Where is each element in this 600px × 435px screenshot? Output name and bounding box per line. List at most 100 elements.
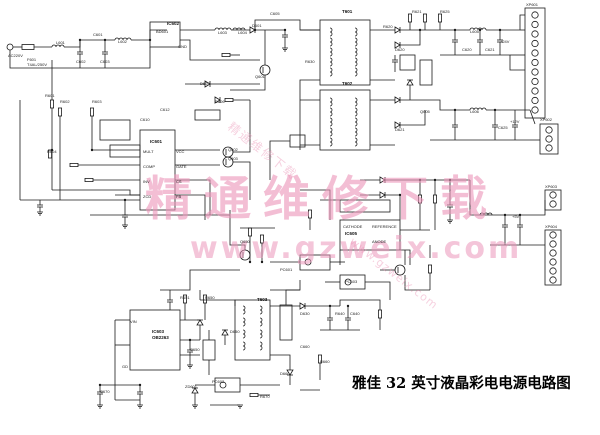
inductor bbox=[354, 27, 358, 37]
label-r621: R621 bbox=[412, 9, 422, 14]
diode bbox=[379, 191, 386, 199]
transistor bbox=[259, 64, 271, 76]
junction-dot bbox=[253, 28, 257, 32]
junction-dot bbox=[103, 38, 107, 42]
label-vcc: VCC bbox=[176, 149, 185, 154]
wire bbox=[269, 140, 290, 180]
junction-dot bbox=[148, 38, 152, 42]
connector-pin bbox=[545, 126, 553, 134]
q-switch bbox=[289, 134, 306, 148]
label-d630: D630 bbox=[300, 311, 310, 316]
resistor bbox=[48, 149, 53, 159]
label-pc601: PC601 bbox=[280, 267, 293, 272]
junction-dot bbox=[98, 383, 102, 387]
label-r620: R620 bbox=[383, 24, 393, 29]
label-zd601: ZD601 bbox=[185, 384, 198, 389]
label-l604: L604 bbox=[238, 30, 247, 35]
label-fuse-value: T4AL/250V bbox=[27, 62, 48, 67]
label-vin: VIN bbox=[130, 319, 137, 324]
inductor bbox=[259, 305, 263, 315]
label-cathode: CATHODE bbox=[343, 224, 363, 229]
inductor bbox=[214, 27, 232, 31]
diode bbox=[394, 41, 401, 49]
label-fb: FB bbox=[176, 194, 182, 199]
wire bbox=[233, 100, 251, 153]
label-r650: R650 bbox=[205, 295, 215, 300]
connector-pin bbox=[531, 96, 539, 105]
label-l602: L602 bbox=[118, 39, 127, 44]
junction-dot bbox=[328, 304, 332, 308]
label-r602: R602 bbox=[60, 99, 70, 104]
chip-label-ob2263: OB2263 bbox=[152, 335, 169, 340]
label-gate: GATE bbox=[176, 164, 187, 169]
junction-dot bbox=[478, 28, 482, 32]
optocoupler-pc602 bbox=[214, 377, 241, 393]
wire bbox=[300, 189, 331, 220]
diode bbox=[191, 387, 199, 394]
resistor bbox=[307, 209, 312, 219]
label-c640: C640 bbox=[350, 311, 360, 316]
label-v5: +5V bbox=[512, 214, 520, 219]
wire bbox=[530, 200, 546, 216]
inductor bbox=[354, 127, 358, 137]
diode bbox=[299, 302, 306, 310]
junction-dot bbox=[398, 193, 402, 197]
wire bbox=[233, 161, 251, 200]
resistor bbox=[247, 227, 252, 237]
label-bd601: BD601 bbox=[156, 29, 169, 34]
resistor bbox=[221, 53, 231, 58]
label-r601: R601 bbox=[45, 93, 55, 98]
inductor bbox=[232, 27, 246, 31]
connector-pin bbox=[545, 144, 553, 152]
label-c610: C610 bbox=[140, 117, 150, 122]
diode bbox=[204, 80, 211, 88]
label-d650: D650 bbox=[230, 329, 240, 334]
connector-pin bbox=[549, 249, 557, 257]
label-anode: ANODE bbox=[372, 239, 387, 244]
optocoupler-led bbox=[304, 258, 312, 266]
inductor bbox=[329, 107, 333, 117]
junction-dot bbox=[283, 28, 287, 32]
inductor bbox=[329, 47, 333, 57]
ic601-inner bbox=[109, 144, 141, 158]
connector-xp602 bbox=[539, 123, 559, 155]
junction-dot bbox=[503, 213, 507, 217]
wire bbox=[270, 280, 301, 291]
resistor bbox=[317, 354, 322, 364]
q-standby bbox=[202, 339, 216, 361]
wire bbox=[200, 179, 211, 215]
inductor bbox=[329, 57, 333, 67]
inductor bbox=[354, 97, 358, 107]
gate-driver bbox=[194, 109, 221, 121]
pfc-network bbox=[99, 119, 131, 141]
connector-pin bbox=[531, 49, 539, 57]
label-q601: Q601 bbox=[255, 74, 265, 79]
resistor bbox=[84, 177, 94, 182]
junction-dot bbox=[50, 148, 54, 152]
wire bbox=[365, 281, 391, 300]
ic601-body bbox=[139, 129, 176, 211]
junction-dot bbox=[248, 260, 252, 264]
inductor bbox=[329, 137, 333, 147]
label-q603: Q603 bbox=[228, 156, 238, 161]
resistor bbox=[427, 264, 432, 274]
resistor bbox=[407, 13, 412, 23]
label-c620: C620 bbox=[462, 47, 472, 52]
resistor bbox=[50, 99, 55, 109]
label-d660: D660 bbox=[280, 371, 290, 376]
label-l603: L603 bbox=[218, 30, 227, 35]
label-r660: R660 bbox=[320, 359, 330, 364]
optocoupler-led bbox=[344, 278, 352, 286]
label-c660: C660 bbox=[300, 344, 310, 349]
chip-label-t603: T603 bbox=[257, 297, 268, 302]
snubber-block bbox=[279, 304, 293, 341]
wire bbox=[299, 79, 320, 150]
connector-pin bbox=[531, 87, 539, 95]
label-r603: R603 bbox=[92, 99, 102, 104]
label-d621: D621 bbox=[395, 127, 405, 132]
label-gnd: GND bbox=[178, 44, 187, 49]
wire bbox=[180, 39, 260, 61]
label-fuse: F601 bbox=[27, 57, 37, 62]
label-reference: REFERENCE bbox=[372, 224, 397, 229]
